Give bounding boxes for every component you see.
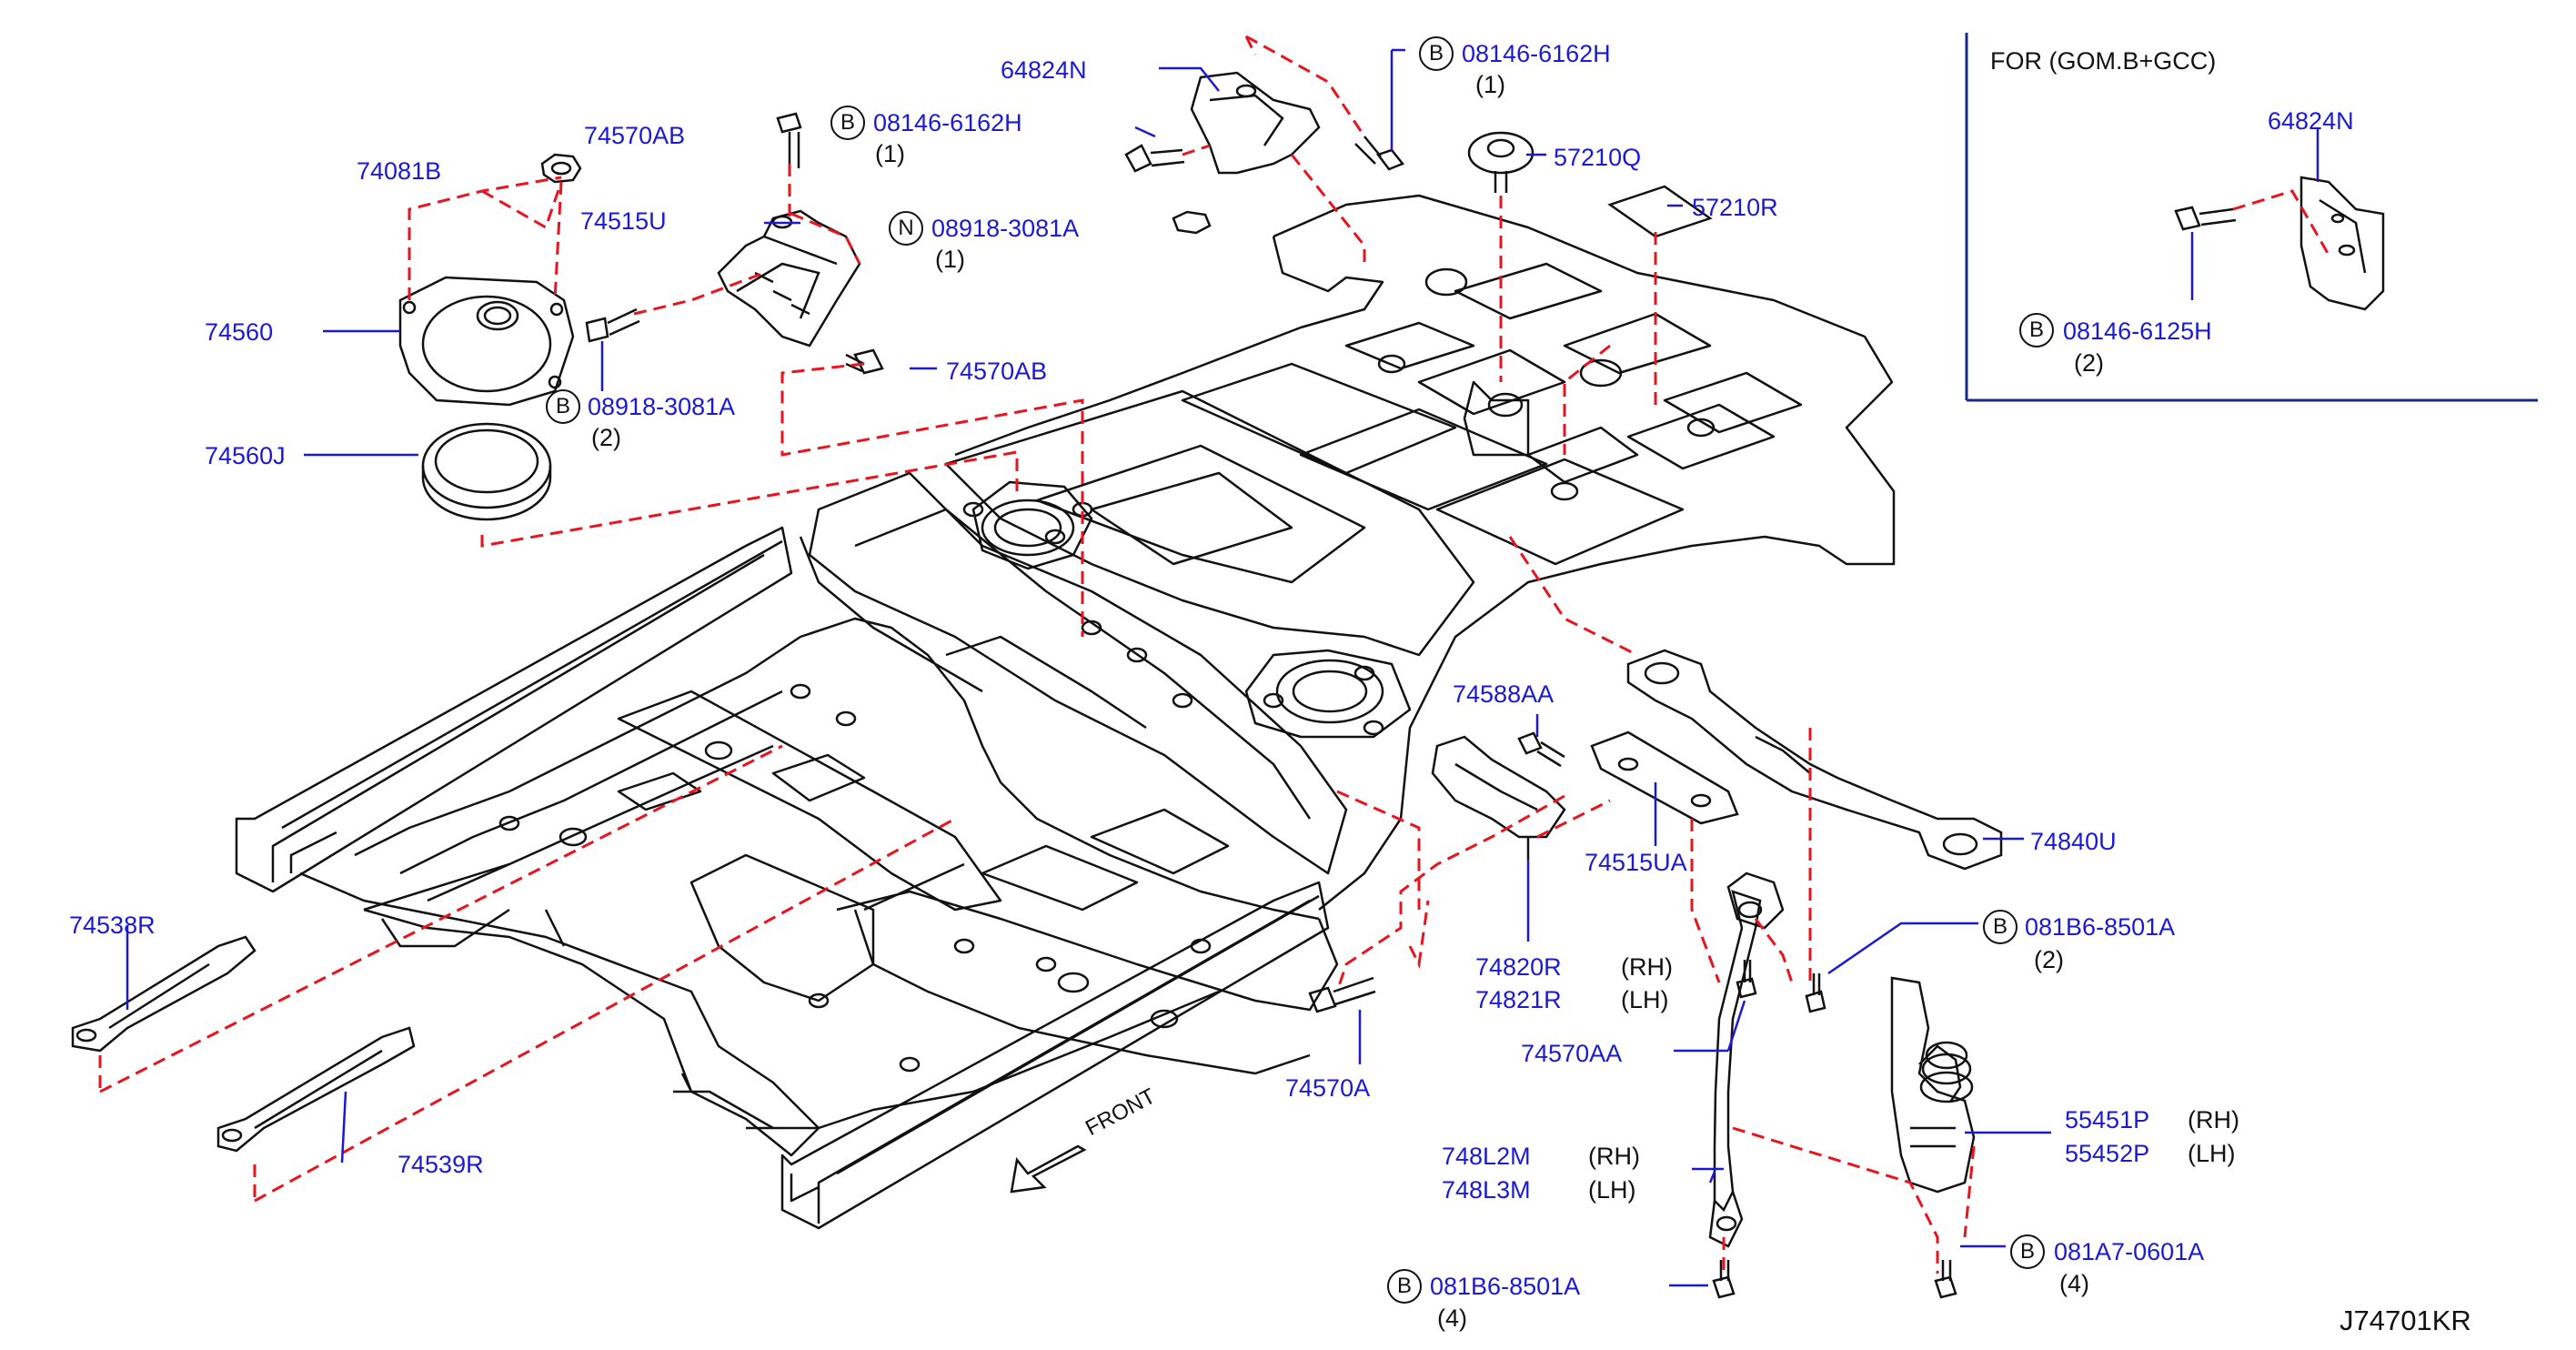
side-lh-748L3M: (LH) bbox=[1588, 1176, 1636, 1204]
fastener-prefix-N: N bbox=[889, 211, 923, 246]
side-lh-74821R: (LH) bbox=[1621, 986, 1669, 1013]
label-748L3M[interactable]: 748L3M bbox=[1442, 1176, 1531, 1204]
fastener-prefix-B-4: B bbox=[1983, 910, 2018, 944]
fastener-qty-2: (1) bbox=[1475, 71, 1505, 98]
fastener-prefix-B-1: B bbox=[830, 106, 865, 140]
label-64824N[interactable]: 64824N bbox=[1001, 56, 1087, 84]
label-74515UA[interactable]: 74515UA bbox=[1585, 849, 1687, 876]
fastener-part-5[interactable]: 081A7-0601A bbox=[2054, 1238, 2205, 1265]
side-lh-55452P: (LH) bbox=[2188, 1140, 2236, 1167]
fastener-part-2[interactable]: 08146-6162H bbox=[1462, 40, 1611, 67]
fastener-qty-N: (1) bbox=[935, 246, 965, 273]
fastener-qty-5: (4) bbox=[2059, 1270, 2089, 1297]
fastener-prefix-B-5: B bbox=[2010, 1234, 2045, 1269]
front-arrow-icon bbox=[1010, 1144, 1087, 1194]
fastener-part-inset[interactable]: 08146-6125H bbox=[2063, 317, 2212, 345]
label-74538R[interactable]: 74538R bbox=[69, 912, 156, 939]
fastener-part-N[interactable]: 08918-3081A bbox=[931, 215, 1080, 242]
rear-suspension-parts bbox=[1308, 649, 2003, 1299]
front-crossmembers bbox=[71, 935, 416, 1153]
label-74820R[interactable]: 74820R bbox=[1475, 953, 1562, 981]
label-748L2M[interactable]: 748L2M bbox=[1442, 1143, 1531, 1170]
inset-title: FOR (GOM.B+GCC) bbox=[1990, 47, 2217, 75]
label-74570AB-top[interactable]: 74570AB bbox=[584, 122, 686, 149]
floor-pan-body bbox=[235, 194, 1896, 1230]
label-74539R[interactable]: 74539R bbox=[397, 1151, 484, 1178]
label-55452P[interactable]: 55452P bbox=[2065, 1140, 2150, 1167]
bracket-64824N-top bbox=[1124, 71, 1405, 235]
label-74588AA[interactable]: 74588AA bbox=[1453, 680, 1555, 708]
fastener-qty-6: (4) bbox=[1437, 1305, 1467, 1332]
fastener-part-4[interactable]: 081B6-8501A bbox=[2025, 913, 2176, 941]
fastener-prefix-B-6: B bbox=[1387, 1269, 1422, 1304]
fastener-qty-3: (2) bbox=[591, 424, 621, 451]
side-rh-74820R: (RH) bbox=[1621, 953, 1673, 981]
inset-frame bbox=[1965, 33, 2538, 402]
alignment-lines bbox=[98, 35, 2330, 1274]
fastener-prefix-B-inset: B bbox=[2019, 313, 2054, 348]
spring-seat-parts bbox=[398, 112, 884, 521]
fastener-qty-inset: (2) bbox=[2074, 349, 2104, 377]
label-74560J[interactable]: 74560J bbox=[205, 442, 286, 469]
label-74570AB-mid[interactable]: 74570AB bbox=[946, 358, 1048, 385]
label-74570AA[interactable]: 74570AA bbox=[1521, 1040, 1623, 1067]
leader-lines bbox=[126, 48, 2319, 1287]
fastener-qty-4: (2) bbox=[2034, 946, 2064, 973]
label-57210Q[interactable]: 57210Q bbox=[1554, 144, 1642, 171]
fastener-part-3[interactable]: 08918-3081A bbox=[588, 393, 736, 420]
label-74515U[interactable]: 74515U bbox=[580, 207, 667, 235]
side-rh-748L2M: (RH) bbox=[1588, 1143, 1640, 1170]
label-74081B[interactable]: 74081B bbox=[357, 157, 442, 185]
label-74570A[interactable]: 74570A bbox=[1285, 1074, 1371, 1102]
grommet-and-pad bbox=[1467, 131, 1713, 238]
label-64824N-inset[interactable]: 64824N bbox=[2268, 107, 2354, 135]
label-74560[interactable]: 74560 bbox=[205, 318, 274, 346]
label-57210R[interactable]: 57210R bbox=[1692, 194, 1778, 221]
fastener-qty-1: (1) bbox=[875, 140, 905, 167]
fastener-prefix-B-3: B bbox=[546, 389, 580, 424]
fastener-prefix-B-2: B bbox=[1419, 36, 1454, 71]
label-74840U[interactable]: 74840U bbox=[2030, 828, 2117, 855]
diagram-code: J74701KR bbox=[2340, 1305, 2471, 1336]
fastener-part-1[interactable]: 08146-6162H bbox=[873, 109, 1022, 136]
bracket-64824N-inset bbox=[2174, 176, 2385, 311]
label-55451P[interactable]: 55451P bbox=[2065, 1106, 2150, 1133]
side-rh-55451P: (RH) bbox=[2188, 1106, 2239, 1133]
fastener-part-6[interactable]: 081B6-8501A bbox=[1430, 1273, 1581, 1300]
label-74821R[interactable]: 74821R bbox=[1475, 986, 1562, 1013]
